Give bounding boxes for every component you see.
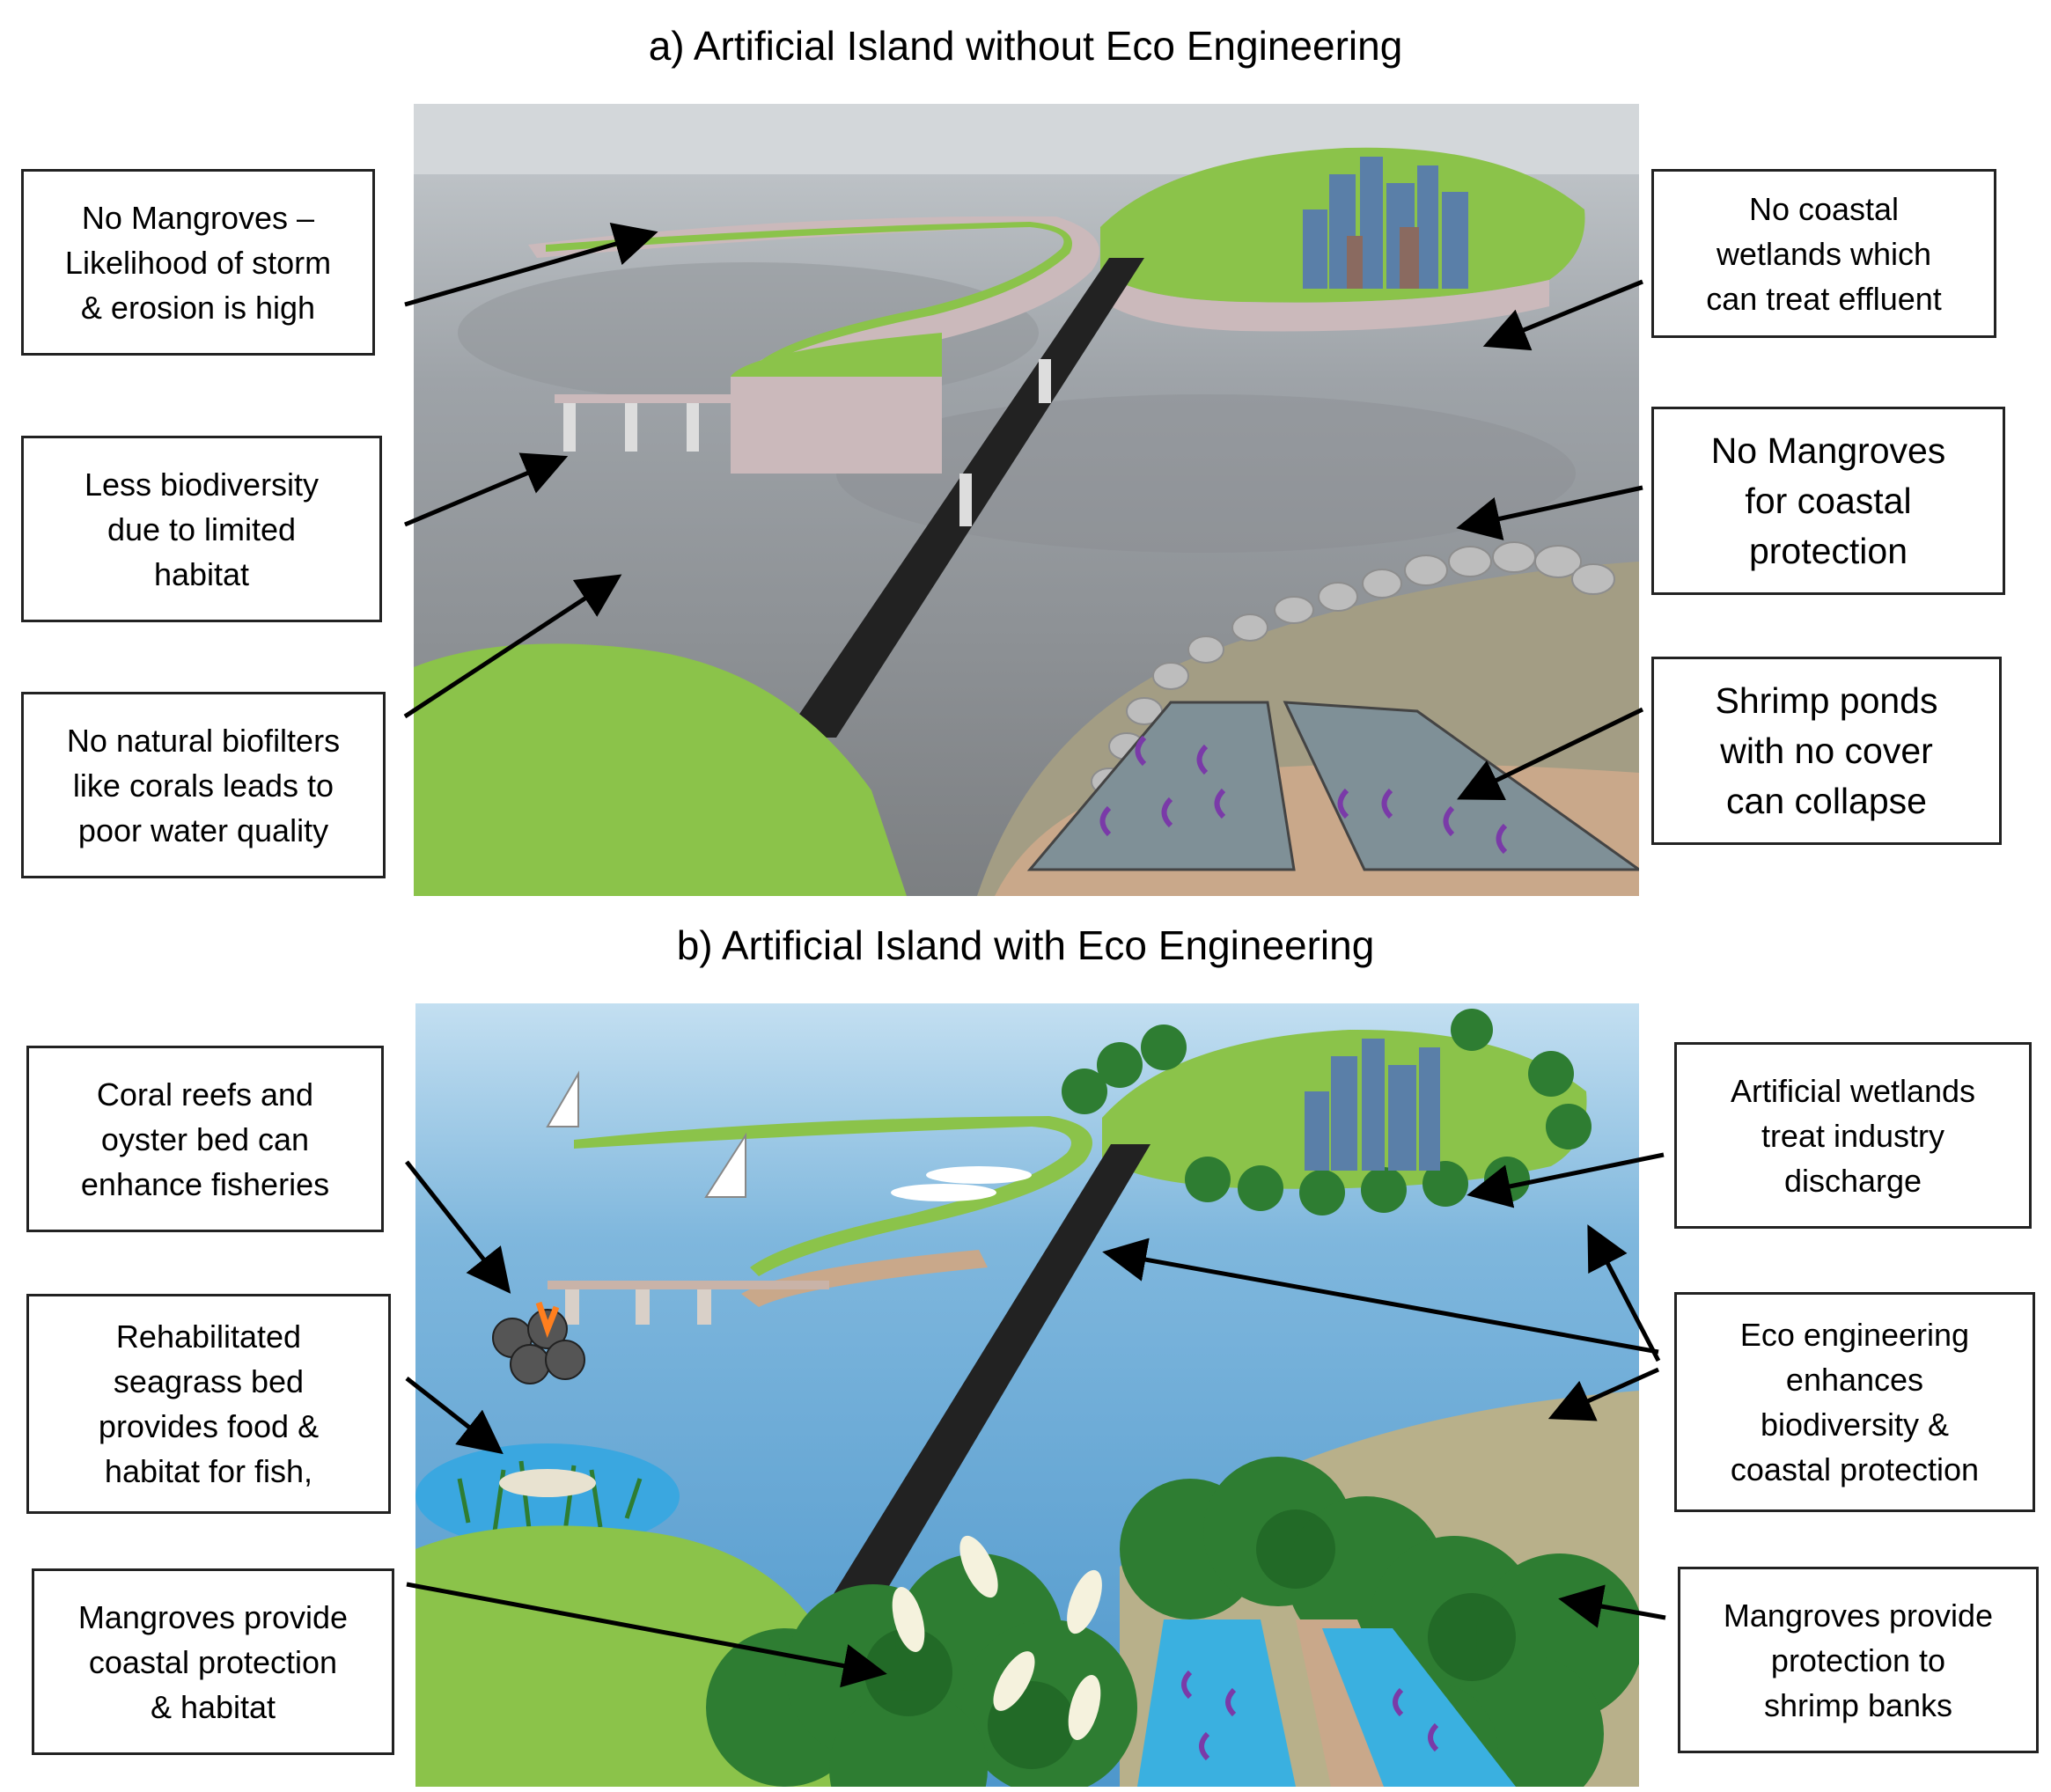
label-mangroves-shrimp-banks: Mangroves provide protection to shrimp b… bbox=[1678, 1567, 2039, 1753]
label-shrimp-ponds-no-cover: Shrimp ponds with no cover can collapse bbox=[1651, 657, 2002, 845]
label-no-mangroves-coastal-protection: No Mangroves for coastal protection bbox=[1651, 407, 2005, 595]
label-artificial-wetlands: Artificial wetlands treat industry disch… bbox=[1674, 1042, 2032, 1229]
label-eco-engineering-enhances: Eco engineering enhances biodiversity & … bbox=[1674, 1292, 2035, 1512]
scene-b-illustration bbox=[415, 1003, 1639, 1787]
label-no-coastal-wetlands: No coastal wetlands which can treat effl… bbox=[1651, 169, 1996, 338]
label-no-natural-biofilters: No natural biofilters like corals leads … bbox=[21, 692, 386, 878]
panel-a-title: a) Artificial Island without Eco Enginee… bbox=[648, 23, 1403, 69]
label-mangroves-coastal-protection-habitat: Mangroves provide coastal protection & h… bbox=[32, 1568, 394, 1755]
scene-a-illustration bbox=[414, 104, 1639, 896]
label-rehabilitated-seagrass-bed: Rehabilitated seagrass bed provides food… bbox=[26, 1294, 391, 1514]
label-coral-reefs-oyster-bed: Coral reefs and oyster bed can enhance f… bbox=[26, 1046, 384, 1232]
label-less-biodiversity: Less biodiversity due to limited habitat bbox=[21, 436, 382, 622]
panel-b-title: b) Artificial Island with Eco Engineerin… bbox=[676, 922, 1375, 968]
label-no-mangroves-storm-erosion: No Mangroves – Likelihood of storm & ero… bbox=[21, 169, 375, 356]
